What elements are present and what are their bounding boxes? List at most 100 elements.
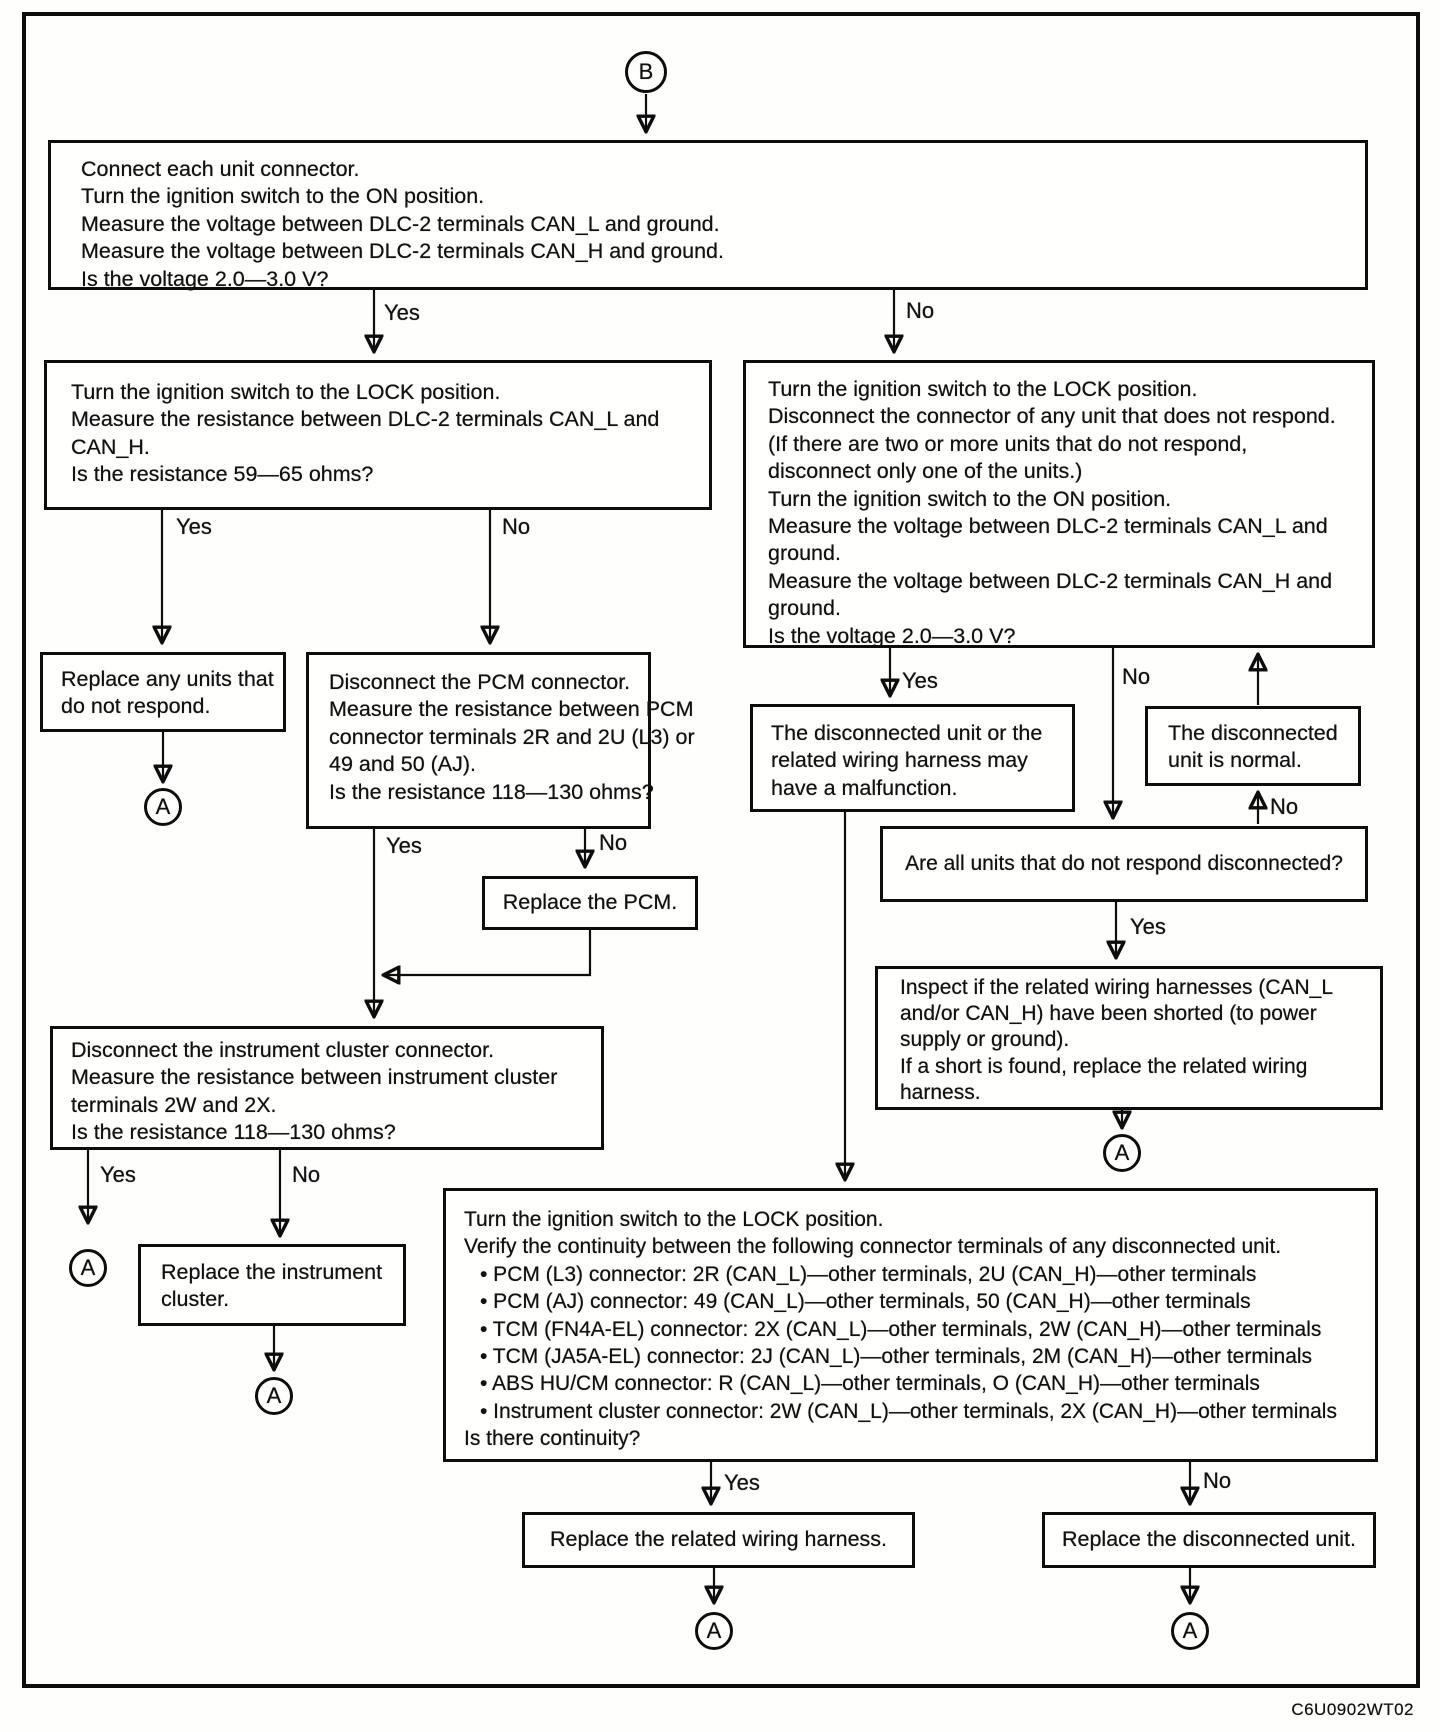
box-replace-units: Replace any units that do not respond. xyxy=(40,652,286,732)
box-line: Is the voltage 2.0—3.0 V? xyxy=(768,623,1016,648)
box-line: • TCM (JA5A-EL) connector: 2J (CAN_L)—ot… xyxy=(480,1345,1313,1369)
branch-label-no: No xyxy=(1203,1468,1232,1493)
box-line: The disconnected xyxy=(1168,721,1338,745)
box-line: unit is normal. xyxy=(1168,748,1302,773)
box-unit-normal: The disconnected unit is normal. xyxy=(1145,706,1361,786)
box-line: cluster. xyxy=(161,1287,230,1312)
box-line: Is the voltage 2.0—3.0 V? xyxy=(81,266,329,291)
branch-label-yes: Yes xyxy=(384,300,420,325)
box-line: • TCM (FN4A-EL) connector: 2X (CAN_L)—ot… xyxy=(480,1317,1322,1341)
box-line: connector terminals 2R and 2U (L3) or xyxy=(329,724,695,749)
box-line: do not respond. xyxy=(61,694,211,719)
box-line: Verify the continuity between the follow… xyxy=(464,1235,1282,1259)
box-line: related wiring harness may xyxy=(771,748,1028,773)
box-line: • ABS HU/CM connector: R (CAN_L)—other t… xyxy=(480,1372,1260,1396)
connector-b-label: B xyxy=(638,59,654,84)
branch-label-yes: Yes xyxy=(386,833,422,858)
connector-a-label: A xyxy=(1114,1140,1130,1165)
box-line: Disconnect the instrument cluster connec… xyxy=(71,1038,495,1062)
box-line: Measure the resistance between PCM xyxy=(329,697,694,722)
connector-a-label: A xyxy=(266,1383,282,1408)
branch-label-no: No xyxy=(502,514,531,539)
box-line: Turn the ignition switch to the LOCK pos… xyxy=(71,380,501,404)
box-line: supply or ground). xyxy=(900,1028,1070,1052)
box-line: 49 and 50 (AJ). xyxy=(329,752,477,777)
branch-label-yes: Yes xyxy=(100,1162,136,1187)
connector-a-label: A xyxy=(1182,1618,1198,1643)
box-line: Turn the ignition switch to the ON posit… xyxy=(81,184,485,209)
box-line: Disconnect the connector of any unit tha… xyxy=(768,404,1336,429)
box-line: Measure the voltage between DLC-2 termin… xyxy=(81,211,720,236)
connector-b: B xyxy=(625,51,667,93)
box-malfunction: The disconnected unit or the related wir… xyxy=(750,704,1075,812)
box-line: Turn the ignition switch to the LOCK pos… xyxy=(464,1208,884,1231)
branch-label-no: No xyxy=(906,298,935,323)
branch-label-no: No xyxy=(599,830,628,855)
box-resistance-dlc: Turn the ignition switch to the LOCK pos… xyxy=(44,360,712,510)
box-line: disconnect only one of the units.) xyxy=(768,459,1083,484)
box-line: Disconnect the PCM connector. xyxy=(329,670,631,694)
box-line: ground. xyxy=(768,596,841,621)
box-line: (If there are two or more units that do … xyxy=(768,431,1248,456)
box-line: • PCM (L3) connector: 2R (CAN_L)—other t… xyxy=(480,1262,1257,1286)
box-replace-disconnected: Replace the disconnected unit. xyxy=(1042,1512,1376,1568)
box-replace-cluster: Replace the instrument cluster. xyxy=(138,1244,406,1326)
box-line: Turn the ignition switch to the LOCK pos… xyxy=(768,377,1198,401)
connector-a-4: A xyxy=(1103,1134,1141,1172)
branch-label-yes: Yes xyxy=(1130,914,1166,939)
box-line: If a short is found, replace the related… xyxy=(900,1054,1308,1078)
box-cluster-resistance: Disconnect the instrument cluster connec… xyxy=(50,1026,604,1150)
box-line: Replace the related wiring harness. xyxy=(549,1527,888,1552)
box-line: Are all units that do not respond discon… xyxy=(905,852,1343,876)
diagram-border xyxy=(22,12,1420,1688)
connector-a-3: A xyxy=(255,1377,293,1415)
branch-label-yes: Yes xyxy=(724,1470,760,1495)
box-line: harness. xyxy=(900,1080,981,1104)
box-line: Is the resistance 118—130 ohms? xyxy=(329,779,654,804)
connector-a-label: A xyxy=(706,1618,722,1643)
box-line: The disconnected unit or the xyxy=(771,721,1043,745)
box-line: and/or CAN_H) have been shorted (to powe… xyxy=(900,1002,1317,1026)
box-line: Turn the ignition switch to the ON posit… xyxy=(768,486,1172,511)
box-line: Measure the voltage between DLC-2 termin… xyxy=(768,514,1328,539)
box-line: Connect each unit connector. xyxy=(81,157,360,181)
connector-a-5: A xyxy=(695,1612,733,1650)
figure-code: C6U0902WT02 xyxy=(1291,1700,1414,1719)
box-line: ground. xyxy=(768,541,841,566)
box-line: Replace the instrument xyxy=(161,1260,383,1284)
box-line: Measure the voltage between DLC-2 termin… xyxy=(81,239,724,264)
box-line: Is there continuity? xyxy=(464,1427,641,1451)
branch-label-yes: Yes xyxy=(902,668,938,693)
box-line: Measure the resistance between instrumen… xyxy=(71,1065,558,1090)
box-line: Inspect if the related wiring harnesses … xyxy=(900,976,1334,999)
box-continuity: Turn the ignition switch to the LOCK pos… xyxy=(443,1188,1378,1462)
branch-label-no: No xyxy=(1122,664,1151,689)
box-inspect-harness: Inspect if the related wiring harnesses … xyxy=(875,966,1383,1110)
box-line: • PCM (AJ) connector: 49 (CAN_L)—other t… xyxy=(480,1290,1251,1314)
box-replace-pcm: Replace the PCM. xyxy=(482,876,698,930)
box-line: Measure the voltage between DLC-2 termin… xyxy=(768,568,1333,593)
branch-label-no: No xyxy=(292,1162,321,1187)
connector-a-2: A xyxy=(69,1249,107,1287)
box-pcm-resistance: Disconnect the PCM connector. Measure th… xyxy=(306,652,695,829)
box-disconnect-unit: Turn the ignition switch to the LOCK pos… xyxy=(743,360,1375,648)
connector-a-label: A xyxy=(80,1255,96,1280)
connector-a-1: A xyxy=(144,788,182,826)
box-line: • Instrument cluster connector: 2W (CAN_… xyxy=(480,1399,1337,1423)
box-line: terminals 2W and 2X. xyxy=(71,1092,277,1117)
box-line: Is the resistance 118—130 ohms? xyxy=(71,1120,396,1145)
branch-label-no: No xyxy=(1270,794,1299,819)
box-line: have a malfunction. xyxy=(771,775,958,800)
box-line: Replace the PCM. xyxy=(502,890,678,915)
box-line: CAN_H. xyxy=(71,434,150,459)
box-measure-voltage: Connect each unit connector. Turn the ig… xyxy=(48,140,1368,291)
box-line: Replace the disconnected unit. xyxy=(1061,1527,1357,1552)
box-all-disconnected: Are all units that do not respond discon… xyxy=(880,826,1368,902)
connector-a-6: A xyxy=(1171,1612,1209,1650)
box-line: Replace any units that xyxy=(61,667,274,691)
box-replace-harness: Replace the related wiring harness. xyxy=(522,1512,915,1568)
box-line: Is the resistance 59—65 ohms? xyxy=(71,462,374,487)
branch-label-yes: Yes xyxy=(176,514,212,539)
box-line: Measure the resistance between DLC-2 ter… xyxy=(71,407,660,432)
